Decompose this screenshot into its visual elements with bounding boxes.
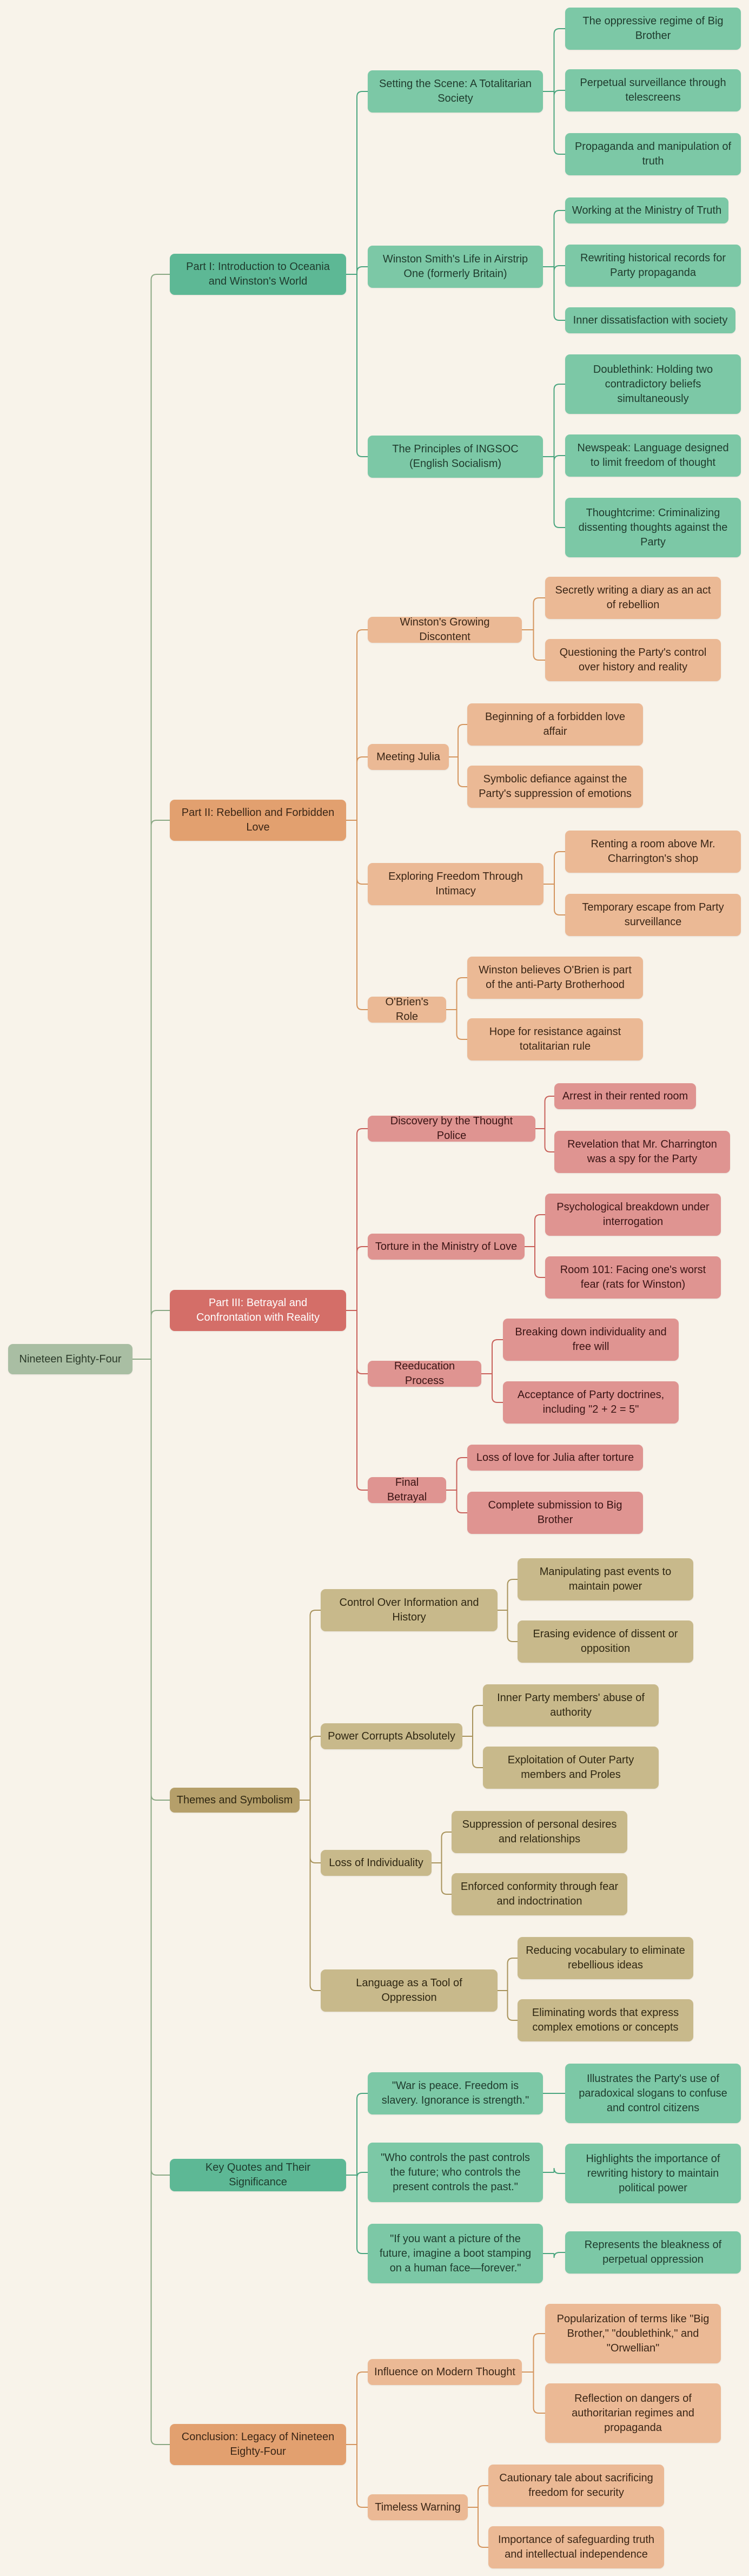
topic-connector-1-1 — [543, 28, 565, 155]
detail-working-at-the-ministry-of-truth[interactable]: Working at the Ministry of Truth — [565, 197, 728, 223]
detail-eliminating-words-that-express-complex-e[interactable]: Eliminating words that express complex e… — [518, 1999, 693, 2041]
topic-if-you-want-a-picture-of-the-future-imag[interactable]: "If you want a picture of the future, im… — [368, 2224, 543, 2283]
root-connector — [132, 274, 170, 2445]
branch-connector-4 — [300, 1610, 321, 1991]
topic-connector-1-2 — [543, 210, 565, 321]
detail-reducing-vocabulary-to-eliminate-rebelli[interactable]: Reducing vocabulary to eliminate rebelli… — [518, 1937, 693, 1979]
topic-connector-4-4 — [498, 1958, 518, 2021]
detail-represents-the-bleakness-of-perpetual-op[interactable]: Represents the bleakness of perpetual op… — [565, 2231, 741, 2274]
topic-connector-4-2 — [462, 1705, 483, 1768]
branch-connector-6 — [346, 2371, 368, 2508]
topic-o-brien-s-role[interactable]: O'Brien's Role — [368, 996, 446, 1023]
topic-the-principles-of-ingsoc-english-sociali[interactable]: The Principles of INGSOC (English Social… — [368, 436, 543, 478]
topic-connector-2-1 — [522, 597, 545, 661]
topic-connector-3-3 — [481, 1339, 503, 1403]
detail-newspeak-language-designed-to-limit-free[interactable]: Newspeak: Language designed to limit fre… — [565, 434, 741, 477]
detail-inner-dissatisfaction-with-society[interactable]: Inner dissatisfaction with society — [565, 307, 735, 333]
detail-symbolic-defiance-against-the-party-s-su[interactable]: Symbolic defiance against the Party's su… — [467, 766, 643, 808]
detail-cautionary-tale-about-sacrificing-freedo[interactable]: Cautionary tale about sacrificing freedo… — [488, 2465, 664, 2507]
detail-hope-for-resistance-against-totalitarian[interactable]: Hope for resistance against totalitarian… — [467, 1018, 643, 1060]
topic-discovery-by-the-thought-police[interactable]: Discovery by the Thought Police — [368, 1115, 535, 1142]
topic-winston-s-growing-discontent[interactable]: Winston's Growing Discontent — [368, 616, 522, 643]
branch-connector-2 — [346, 629, 368, 1010]
detail-perpetual-surveillance-through-telescree[interactable]: Perpetual surveillance through telescree… — [565, 69, 741, 111]
topic-war-is-peace-freedom-is-slavery-ignoranc[interactable]: "War is peace. Freedom is slavery. Ignor… — [368, 2072, 543, 2114]
detail-exploitation-of-outer-party-members-and-[interactable]: Exploitation of Outer Party members and … — [483, 1747, 659, 1789]
topic-language-as-a-tool-of-oppression[interactable]: Language as a Tool of Oppression — [321, 1969, 498, 2012]
detail-the-oppressive-regime-of-big-brother[interactable]: The oppressive regime of Big Brother — [565, 8, 741, 50]
topic-connector-2-3 — [543, 851, 565, 915]
topic-exploring-freedom-through-intimacy[interactable]: Exploring Freedom Through Intimacy — [368, 863, 543, 905]
topic-setting-the-scene-a-totalitarian-society[interactable]: Setting the Scene: A Totalitarian Societ… — [368, 70, 543, 113]
detail-erasing-evidence-of-dissent-or-oppositio[interactable]: Erasing evidence of dissent or oppositio… — [518, 1620, 693, 1663]
branch-connector-3 — [346, 1128, 368, 1491]
topic-torture-in-the-ministry-of-love[interactable]: Torture in the Ministry of Love — [368, 1234, 525, 1260]
topic-who-controls-the-past-controls-the-futur[interactable]: "Who controls the past controls the futu… — [368, 2143, 543, 2202]
branch-themes-and-symbolism[interactable]: Themes and Symbolism — [170, 1788, 300, 1813]
detail-enforced-conformity-through-fear-and-ind[interactable]: Enforced conformity through fear and ind… — [452, 1873, 627, 1915]
branch-part-i-introduction-to-oceania-and-winst[interactable]: Part I: Introduction to Oceania and Wins… — [170, 254, 346, 295]
topic-connector-6-2 — [468, 2485, 488, 2548]
branch-conclusion-legacy-of-nineteen-eighty-fou[interactable]: Conclusion: Legacy of Nineteen Eighty-Fo… — [170, 2424, 346, 2465]
topic-power-corrupts-absolutely[interactable]: Power Corrupts Absolutely — [321, 1723, 462, 1749]
topic-connector-2-2 — [449, 724, 467, 787]
detail-questioning-the-party-s-control-over-his[interactable]: Questioning the Party's control over his… — [545, 639, 721, 681]
topic-connector-3-2 — [525, 1214, 545, 1278]
root-node[interactable]: Nineteen Eighty-Four — [8, 1344, 132, 1374]
detail-winston-believes-o-brien-is-part-of-the-[interactable]: Winston believes O'Brien is part of the … — [467, 957, 643, 999]
detail-illustrates-the-party-s-use-of-paradoxic[interactable]: Illustrates the Party's use of paradoxic… — [565, 2064, 741, 2123]
detail-importance-of-safeguarding-truth-and-int[interactable]: Importance of safeguarding truth and int… — [488, 2526, 664, 2568]
detail-highlights-the-importance-of-rewriting-h[interactable]: Highlights the importance of rewriting h… — [565, 2144, 741, 2203]
detail-psychological-breakdown-under-interrogat[interactable]: Psychological breakdown under interrogat… — [545, 1194, 721, 1236]
topic-influence-on-modern-thought[interactable]: Influence on Modern Thought — [368, 2359, 522, 2385]
topic-connector-1-3 — [543, 384, 565, 528]
detail-doublethink-holding-two-contradictory-be[interactable]: Doublethink: Holding two contradictory b… — [565, 354, 741, 414]
detail-loss-of-love-for-julia-after-torture[interactable]: Loss of love for Julia after torture — [467, 1445, 643, 1471]
topic-final-betrayal[interactable]: Final Betrayal — [368, 1477, 446, 1503]
topic-loss-of-individuality[interactable]: Loss of Individuality — [321, 1850, 432, 1876]
branch-part-iii-betrayal-and-confrontation-with[interactable]: Part III: Betrayal and Confrontation wit… — [170, 1290, 346, 1331]
detail-acceptance-of-party-doctrines-including-[interactable]: Acceptance of Party doctrines, including… — [503, 1381, 679, 1424]
topic-connector-5-3 — [543, 2252, 565, 2258]
detail-rewriting-historical-records-for-party-p[interactable]: Rewriting historical records for Party p… — [565, 245, 741, 287]
detail-renting-a-room-above-mr-charrington-s-sh[interactable]: Renting a room above Mr. Charrington's s… — [565, 831, 741, 873]
topic-winston-smith-s-life-in-airstrip-one-for[interactable]: Winston Smith's Life in Airstrip One (fo… — [368, 246, 543, 288]
topic-timeless-warning[interactable]: Timeless Warning — [368, 2494, 468, 2520]
topic-connector-5-2 — [543, 2167, 565, 2174]
detail-temporary-escape-from-party-surveillance[interactable]: Temporary escape from Party surveillance — [565, 894, 741, 936]
detail-propaganda-and-manipulation-of-truth[interactable]: Propaganda and manipulation of truth — [565, 133, 741, 175]
detail-manipulating-past-events-to-maintain-pow[interactable]: Manipulating past events to maintain pow… — [518, 1558, 693, 1600]
detail-thoughtcrime-criminalizing-dissenting-th[interactable]: Thoughtcrime: Criminalizing dissenting t… — [565, 498, 741, 557]
topic-reeducation-process[interactable]: Reeducation Process — [368, 1360, 481, 1387]
topic-meeting-julia[interactable]: Meeting Julia — [368, 744, 449, 770]
detail-beginning-of-a-forbidden-love-affair[interactable]: Beginning of a forbidden love affair — [467, 703, 643, 746]
topic-connector-2-4 — [446, 977, 467, 1040]
branch-part-ii-rebellion-and-forbidden-love[interactable]: Part II: Rebellion and Forbidden Love — [170, 800, 346, 841]
branch-connector-1 — [346, 91, 368, 457]
detail-room-101-facing-one-s-worst-fear-rats-fo[interactable]: Room 101: Facing one's worst fear (rats … — [545, 1256, 721, 1299]
topic-connector-6-1 — [522, 2333, 545, 2414]
topic-connector-3-4 — [446, 1457, 467, 1513]
branch-connector-5 — [346, 2093, 368, 2254]
detail-suppression-of-personal-desires-and-rela[interactable]: Suppression of personal desires and rela… — [452, 1811, 627, 1853]
topic-connector-3-1 — [535, 1096, 554, 1152]
detail-arrest-in-their-rented-room[interactable]: Arrest in their rented room — [554, 1083, 696, 1109]
detail-secretly-writing-a-diary-as-an-act-of-re[interactable]: Secretly writing a diary as an act of re… — [545, 577, 721, 619]
topic-connector-4-1 — [498, 1579, 518, 1642]
detail-complete-submission-to-big-brother[interactable]: Complete submission to Big Brother — [467, 1492, 643, 1534]
detail-breaking-down-individuality-and-free-wil[interactable]: Breaking down individuality and free wil… — [503, 1319, 679, 1361]
topic-connector-4-3 — [432, 1831, 452, 1895]
detail-revelation-that-mr-charrington-was-a-spy[interactable]: Revelation that Mr. Charrington was a sp… — [554, 1131, 730, 1173]
topic-control-over-information-and-history[interactable]: Control Over Information and History — [321, 1589, 498, 1631]
branch-key-quotes-and-their-significance[interactable]: Key Quotes and Their Significance — [170, 2159, 346, 2191]
detail-inner-party-members-abuse-of-authority[interactable]: Inner Party members' abuse of authority — [483, 1684, 659, 1727]
detail-reflection-on-dangers-of-authoritarian-r[interactable]: Reflection on dangers of authoritarian r… — [545, 2383, 721, 2443]
detail-popularization-of-terms-like-big-brother[interactable]: Popularization of terms like "Big Brothe… — [545, 2304, 721, 2363]
